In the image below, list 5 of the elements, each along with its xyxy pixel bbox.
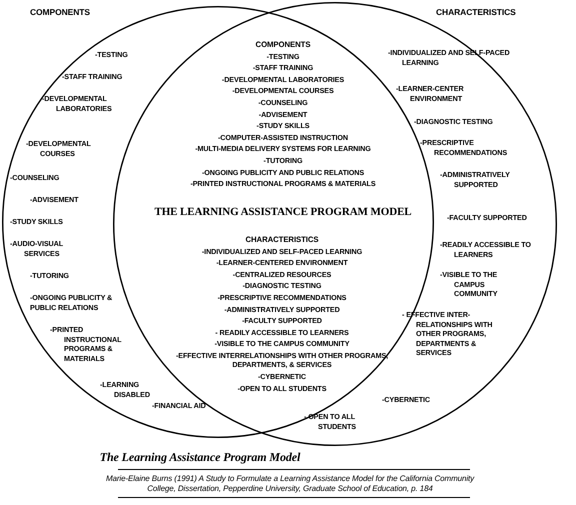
center-heading: THE LEARNING ASSISTANCE PROGRAM MODEL — [154, 206, 412, 219]
category-heading: CHARACTERISTICS — [436, 8, 516, 18]
source-citation: Marie-Elaine Burns (1991) A Study to Formulate a Learning Assistance Model for the California Community College, Dissertation, Pepperdine University, Graduate School of Education, p. 184 — [104, 474, 476, 494]
figure-caption: The Learning Assistance Program Model — [100, 450, 300, 464]
category-heading: COMPONENTS — [30, 8, 90, 18]
